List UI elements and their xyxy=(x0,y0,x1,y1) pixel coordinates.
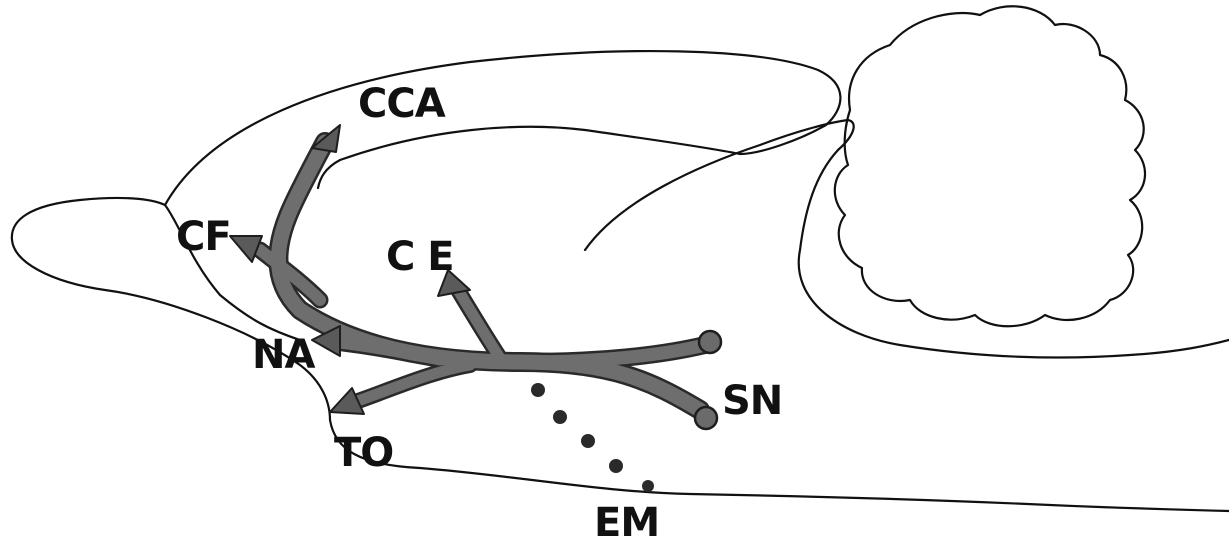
pathway-to-ce xyxy=(458,290,500,358)
pathway-edges xyxy=(260,142,705,410)
dotted-pathway-em xyxy=(531,383,654,492)
label-to: TO xyxy=(334,430,393,476)
label-cf: CF xyxy=(176,214,231,260)
arrowhead-to xyxy=(330,388,364,414)
node-sn-lower xyxy=(695,407,717,429)
label-cca: CCA xyxy=(358,81,446,127)
em-dot xyxy=(531,383,545,397)
cortex-outline xyxy=(165,51,840,205)
em-dot xyxy=(609,459,623,473)
label-em: EM xyxy=(594,500,659,540)
label-na: NA xyxy=(252,332,315,378)
thalamus-curve xyxy=(585,120,1229,358)
label-ce: C E xyxy=(386,234,454,280)
pathway-main-edge xyxy=(278,142,700,410)
em-dot xyxy=(553,410,567,424)
em-dot xyxy=(642,480,654,492)
cerebellum-outline xyxy=(835,6,1145,326)
node-sn-upper xyxy=(699,331,721,353)
dopamine-pathways xyxy=(230,125,721,429)
pathway-to-to xyxy=(355,365,470,402)
em-dot xyxy=(581,434,595,448)
label-sn: SN xyxy=(722,378,782,424)
